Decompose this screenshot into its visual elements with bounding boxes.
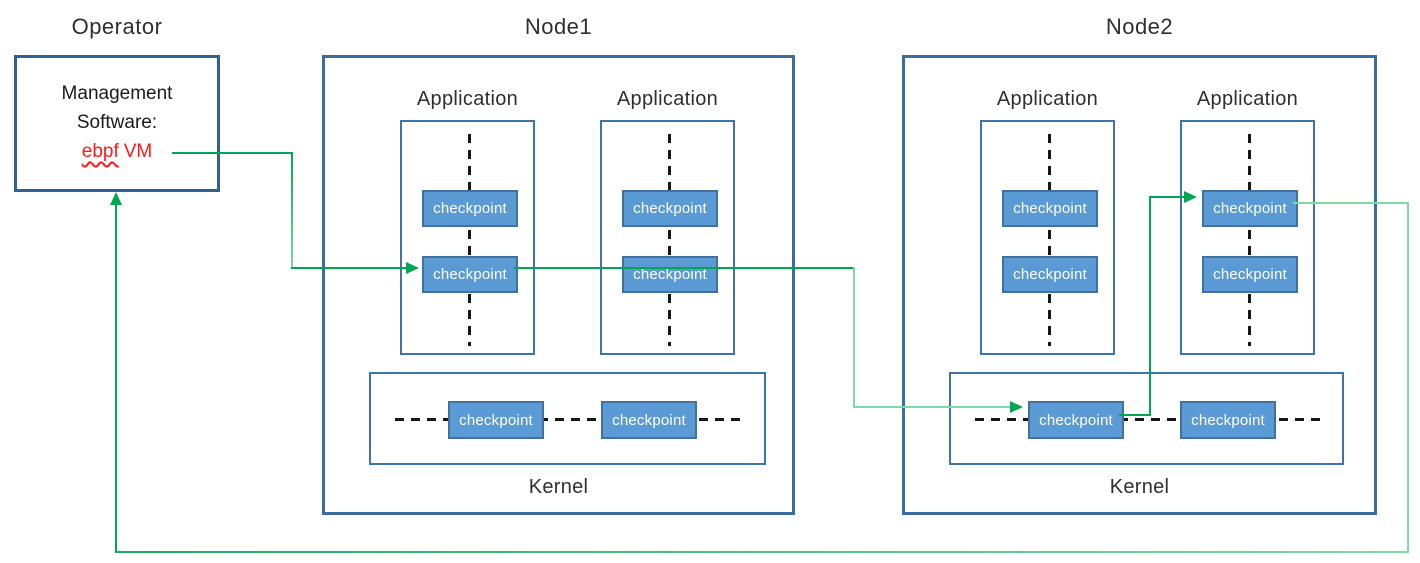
node1-app2-label: Application (616, 88, 719, 110)
connector-kernel-to-app-v (1149, 196, 1151, 416)
node2-app2-box: checkpoint checkpoint (1180, 120, 1315, 355)
node1-app2-box: checkpoint checkpoint (600, 120, 735, 355)
node1-box: Application checkpoint checkpoint Applic… (322, 55, 795, 515)
arrowhead-into-node1-app1-checkpoint-icon (406, 262, 419, 274)
connector-node1-checkpoint-to-node2-h (514, 267, 855, 269)
connector-kernel-to-app-h2 (1151, 196, 1185, 198)
ebpf-label: ebpf (81, 141, 119, 162)
connector-operator-to-node1-h2 (291, 267, 407, 269)
node2-kernel-label: Kernel (1109, 476, 1170, 498)
node1-app2-timeline-dashed-line (668, 134, 671, 346)
node2-app1-timeline-dashed-line (1048, 134, 1051, 346)
node2-box: Application checkpoint checkpoint Applic… (902, 55, 1377, 515)
node1-kernel-timeline-dashed-line (395, 418, 744, 421)
node2-app2-checkpoint-2: checkpoint (1202, 256, 1298, 293)
connector-return-v-right (1407, 202, 1409, 553)
arrowhead-into-node2-kernel-checkpoint-icon (1010, 401, 1023, 413)
connector-to-node2-kernel-v (853, 267, 855, 408)
node2-app2-checkpoint-1: checkpoint (1202, 190, 1298, 227)
node2-app1-checkpoint-2: checkpoint (1002, 256, 1098, 293)
node1-app1-checkpoint-1: checkpoint (422, 190, 518, 227)
connector-return-h1 (1293, 202, 1409, 204)
node1-app1-checkpoint-2: checkpoint (422, 256, 518, 293)
node2-kernel-box: checkpoint checkpoint (949, 372, 1344, 465)
connector-operator-to-node1-v1 (291, 152, 293, 269)
node1-app1-label: Application (416, 88, 519, 110)
node1-app2-checkpoint-2: checkpoint (622, 256, 718, 293)
node1-kernel-checkpoint-2: checkpoint (601, 401, 697, 439)
node1-kernel-box: checkpoint checkpoint (369, 372, 766, 465)
connector-return-bottom-h (115, 551, 1409, 553)
management-line: Management (61, 83, 173, 104)
operator-title: Operator (71, 14, 163, 39)
node2-kernel-timeline-dashed-line (975, 418, 1322, 421)
node1-kernel-label: Kernel (528, 476, 589, 498)
node1-kernel-checkpoint-1: checkpoint (448, 401, 544, 439)
node1-app2-checkpoint-1: checkpoint (622, 190, 718, 227)
connector-return-v-left (115, 204, 117, 553)
node1-app1-box: checkpoint checkpoint (400, 120, 535, 355)
node1-app1-timeline-dashed-line (468, 134, 471, 346)
connector-kernel-to-app-h1 (1119, 414, 1151, 416)
vm-label: VM (123, 141, 153, 162)
node1-title: Node1 (524, 14, 593, 39)
node2-title: Node2 (1105, 14, 1174, 39)
node2-app2-label: Application (1196, 88, 1299, 110)
node2-app2-timeline-dashed-line (1248, 134, 1251, 346)
node2-app1-box: checkpoint checkpoint (980, 120, 1115, 355)
connector-to-node2-kernel-h (853, 406, 1011, 408)
node2-app1-checkpoint-1: checkpoint (1002, 190, 1098, 227)
node2-kernel-checkpoint-2: checkpoint (1180, 401, 1276, 439)
arrowhead-into-node2-app2-checkpoint-icon (1184, 191, 1197, 203)
connector-operator-to-node1-h1 (172, 152, 293, 154)
arrowhead-into-operator-box-icon (110, 192, 122, 205)
software-line: Software: (76, 112, 158, 133)
node2-kernel-checkpoint-1: checkpoint (1028, 401, 1124, 439)
node2-app1-label: Application (996, 88, 1099, 110)
